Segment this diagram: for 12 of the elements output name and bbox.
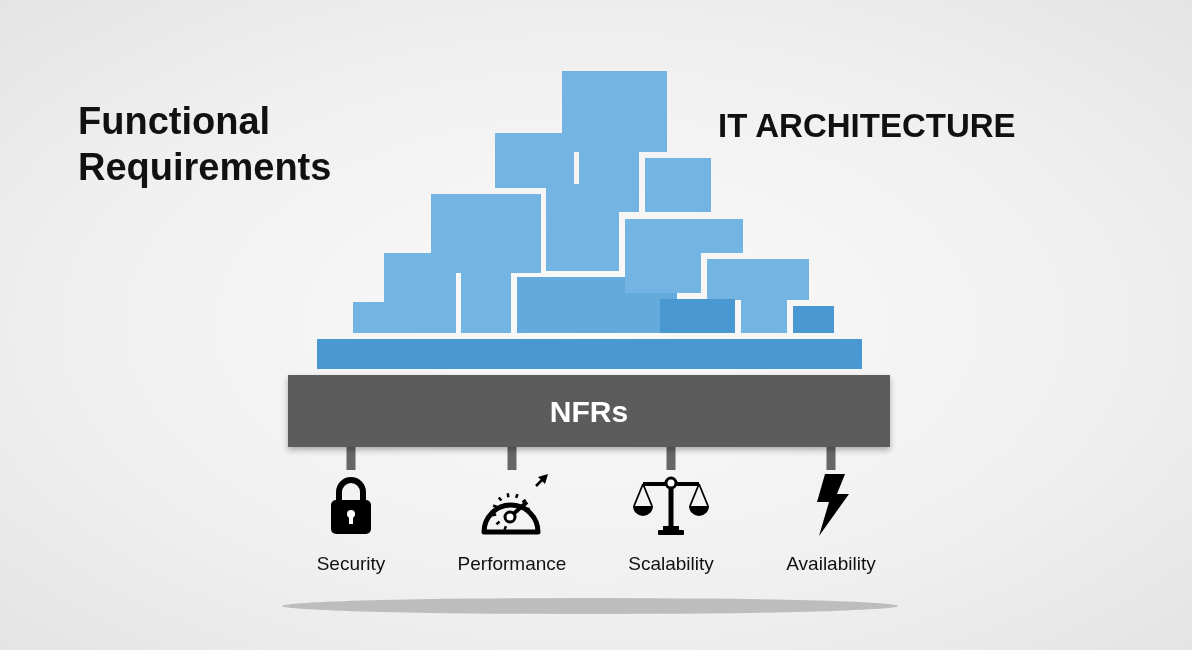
- category-label: Availability: [786, 552, 876, 576]
- nfr-bar: [288, 375, 890, 447]
- connector: [826, 447, 836, 470]
- connector: [666, 447, 676, 470]
- category-label: Security: [316, 552, 386, 576]
- category-label: Scalability: [628, 552, 714, 576]
- category-label: Performance: [457, 552, 567, 576]
- connector: [507, 447, 517, 470]
- heading: Functional Requirements: [78, 99, 333, 190]
- heading: IT ARCHITECTURE: [718, 106, 1017, 146]
- bar-label: NFRs: [549, 393, 629, 430]
- connector: [346, 447, 356, 470]
